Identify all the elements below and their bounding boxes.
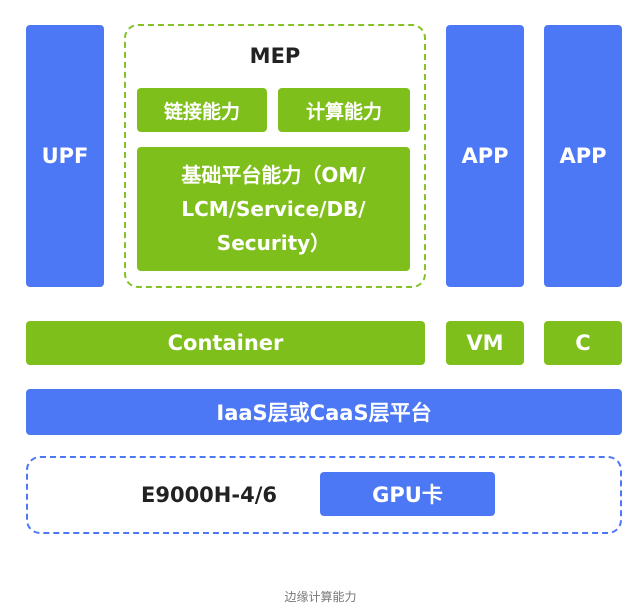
app-block-1: APP (446, 25, 524, 287)
mep-group-border (124, 24, 426, 288)
figure-caption: 边缘计算能力 (284, 590, 357, 604)
container-bar: Container (26, 321, 425, 365)
hardware-group-border (26, 456, 622, 534)
base-platform-capability-block: 基础平台能力（OM/ LCM/Service/DB/ Security） (137, 147, 410, 271)
iaas-caas-platform-bar: IaaS层或CaaS层平台 (26, 389, 622, 435)
link-capability-block: 链接能力 (137, 88, 267, 132)
mep-title: MEP (249, 44, 301, 68)
c-block: C (544, 321, 622, 365)
base-capability-line-3: Security） (216, 231, 331, 255)
app-block-2: APP (544, 25, 622, 287)
vm-block: VM (446, 321, 524, 365)
compute-capability-block: 计算能力 (278, 88, 410, 132)
gpu-card-block: GPU卡 (320, 472, 495, 516)
server-model-label: E9000H-4/6 (141, 483, 277, 507)
upf-block: UPF (26, 25, 104, 287)
base-capability-line-1: 基础平台能力（OM/ (181, 163, 366, 187)
base-capability-line-2: LCM/Service/DB/ (181, 197, 366, 221)
